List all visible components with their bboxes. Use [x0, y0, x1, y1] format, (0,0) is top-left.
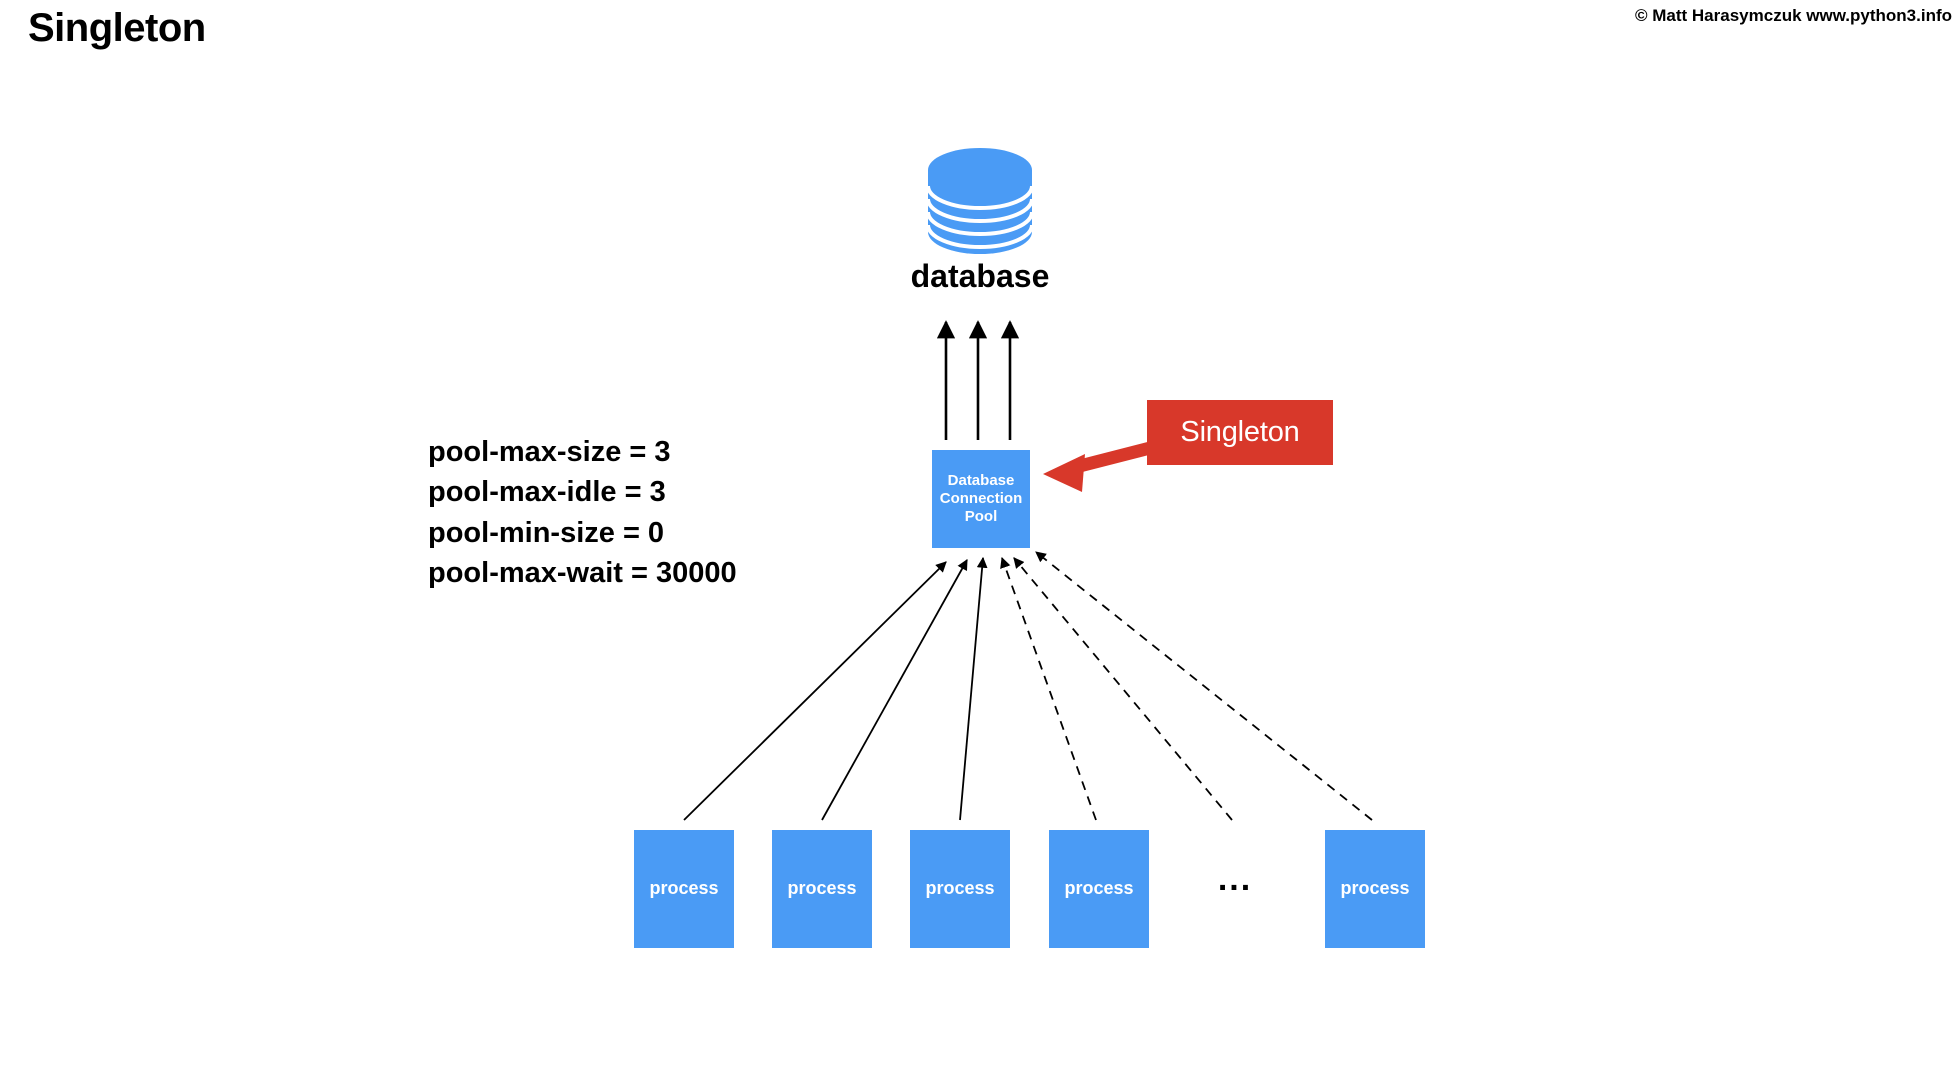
- page-title: Singleton: [28, 6, 206, 50]
- pool-config-text: pool-max-size = 3 pool-max-idle = 3 pool…: [428, 432, 737, 593]
- pool-label-line-1: Database: [947, 471, 1015, 489]
- process-ellipsis: ...: [1217, 860, 1253, 898]
- database-connection-pool-node[interactable]: Database Connection Pool: [932, 450, 1030, 548]
- pool-label-line-3: Pool: [964, 508, 998, 526]
- process-node-1[interactable]: process: [634, 830, 734, 948]
- database-cylinder-icon: [926, 148, 1034, 254]
- process-solid-connections: [683, 556, 988, 821]
- process-label: process: [649, 878, 719, 899]
- process-node-5[interactable]: process: [1325, 830, 1425, 948]
- pool-to-database-arrows: [936, 320, 1020, 440]
- process-label: process: [1340, 878, 1410, 899]
- process-node-3[interactable]: process: [910, 830, 1010, 948]
- process-node-4[interactable]: process: [1049, 830, 1149, 948]
- singleton-callout-badge[interactable]: Singleton: [1147, 400, 1333, 465]
- copyright-notice: © Matt Harasymczuk www.python3.info: [1635, 6, 1952, 25]
- red-arrow-icon: [1043, 441, 1152, 492]
- database-label: database: [910, 258, 1050, 294]
- config-line-pool-min-size: pool-min-size = 0: [428, 516, 665, 549]
- process-label: process: [1064, 878, 1134, 899]
- config-line-pool-max-wait: pool-max-wait = 30000: [428, 556, 737, 589]
- process-label: process: [787, 878, 857, 899]
- config-line-pool-max-idle: pool-max-idle = 3: [428, 476, 666, 509]
- config-line-pool-max-size: pool-max-size = 3: [428, 436, 671, 468]
- pool-label-line-2: Connection: [939, 489, 1023, 507]
- singleton-callout-label: Singleton: [1180, 416, 1300, 448]
- process-node-2[interactable]: process: [772, 830, 872, 948]
- process-label: process: [925, 878, 995, 899]
- process-dashed-connections: [1000, 551, 1373, 821]
